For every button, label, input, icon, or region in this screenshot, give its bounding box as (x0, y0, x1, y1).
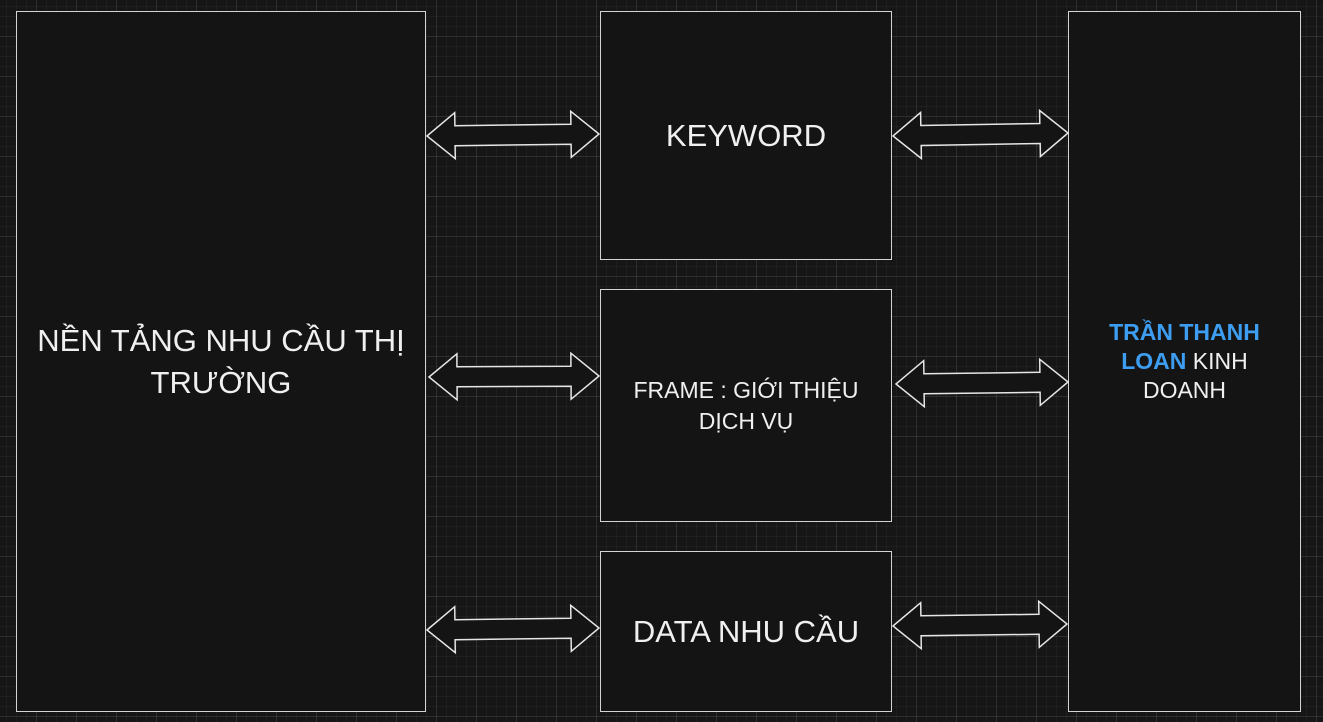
market-demand-box[interactable]: NỀN TẢNG NHU CẦU THỊ TRƯỜNG (16, 11, 426, 712)
arrow-left-keyword[interactable] (425, 109, 601, 161)
owner-role: KINH DOANH (1142, 348, 1248, 403)
demand-data-box[interactable]: DATA NHU CẦU (600, 551, 892, 712)
owner-name: TRẦN THANH LOAN (1109, 319, 1260, 374)
business-owner-box[interactable]: TRẦN THANH LOAN KINH DOANH (1068, 11, 1301, 712)
market-demand-label: NỀN TẢNG NHU CẦU THỊ TRƯỜNG (37, 322, 405, 400)
arrow-keyword-right[interactable] (891, 108, 1070, 161)
arrow-left-data[interactable] (425, 603, 601, 655)
arrow-left-frame[interactable] (427, 351, 601, 402)
business-owner-label: TRẦN THANH LOAN KINH DOANH (1090, 318, 1280, 405)
keyword-box[interactable]: KEYWORD (600, 11, 892, 260)
demand-data-label: DATA NHU CẦU (632, 613, 860, 649)
frame-service-box[interactable]: FRAME : GIỚI THIỆU DỊCH VỤ (600, 289, 892, 522)
keyword-label: KEYWORD (665, 117, 827, 153)
frame-service-label: FRAME : GIỚI THIỆU DỊCH VỤ (633, 376, 859, 434)
arrow-data-right[interactable] (891, 599, 1069, 651)
arrow-frame-right[interactable] (894, 357, 1070, 409)
